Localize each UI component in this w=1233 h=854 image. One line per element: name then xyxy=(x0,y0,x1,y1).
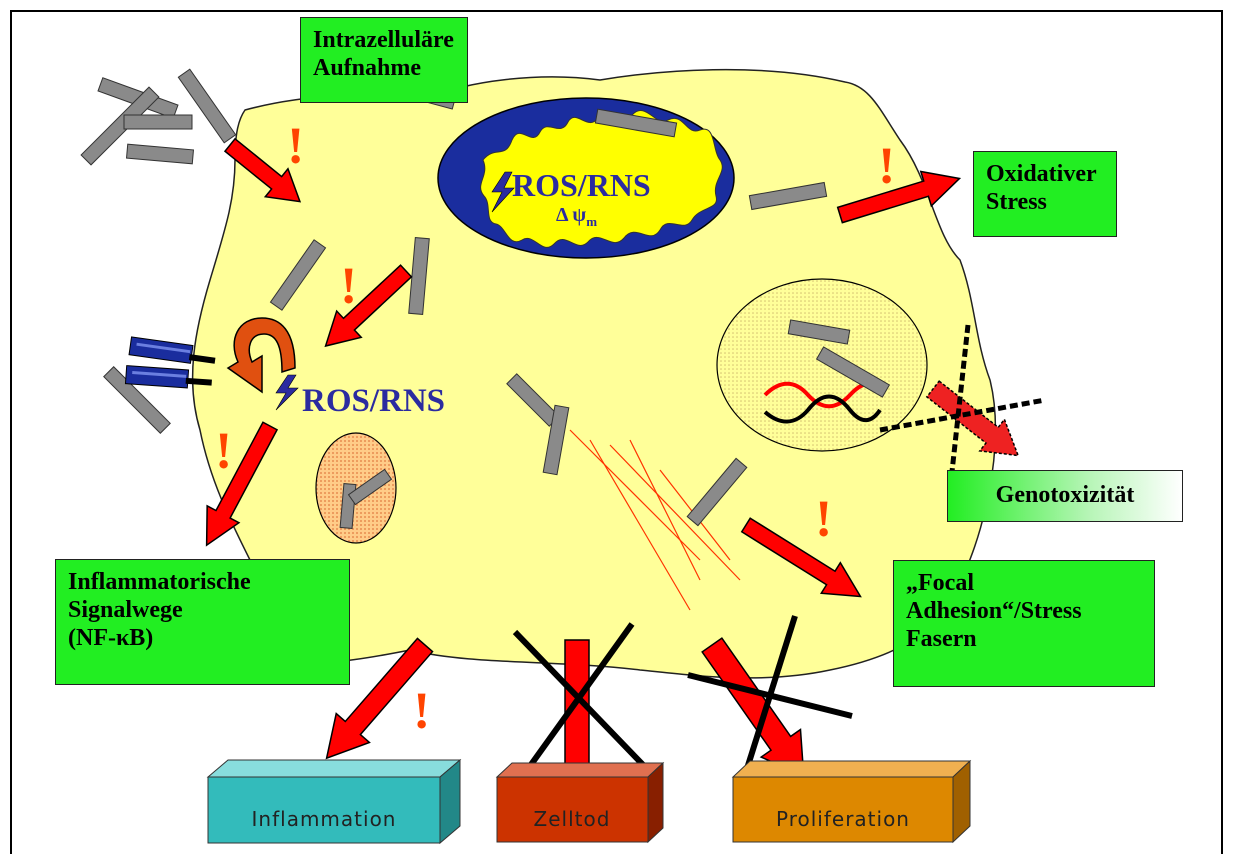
exclaim-6: ! xyxy=(413,683,430,740)
cross-zelltod xyxy=(512,622,651,775)
cross-proliferation xyxy=(687,615,853,776)
mitochondrion-cristae xyxy=(480,110,723,248)
outcome-label-proliferation: Proliferation xyxy=(776,807,910,831)
outcome-inflammation: Inflammation xyxy=(206,758,462,845)
outcome-label-zelltod: Zelltod xyxy=(534,807,611,831)
outcome-label-inflammation: Inflammation xyxy=(252,807,397,831)
genotox-arrow xyxy=(925,380,1020,457)
exclaim-5: ! xyxy=(815,491,832,548)
cross-genotox xyxy=(879,324,1046,491)
ros-rns-mito: ROS/RNS xyxy=(512,167,651,203)
exclamation-marks: ! ! ! ! ! ! xyxy=(215,118,895,740)
nucleus xyxy=(716,278,928,452)
outcome-zelltod: Zelltod xyxy=(495,761,665,844)
label-focal-adhesion: „Focal Adhesion“/Stress Fasern xyxy=(893,560,1155,687)
exclaim-3: ! xyxy=(878,138,895,195)
label-intrazellulaere-aufnahme: Intrazelluläre Aufnahme xyxy=(300,17,468,103)
delta-psi: Δ ψm xyxy=(556,204,597,229)
exclaim-4: ! xyxy=(215,423,232,480)
exclaim-1: ! xyxy=(287,118,304,175)
delta-psi-sub: m xyxy=(586,214,597,229)
receptors xyxy=(124,336,216,389)
fibers xyxy=(80,68,891,529)
exclaim-2: ! xyxy=(340,258,357,315)
dna-strand-black xyxy=(763,394,882,424)
lightning-icon-mito xyxy=(491,171,515,213)
label-inflammatorische-signalwege: Inflammatorische Signalwege (NF-κB) xyxy=(55,559,350,685)
label-oxidativer-stress: Oxidativer Stress xyxy=(973,151,1117,237)
label-genotoxizitaet: Genotoxizität xyxy=(947,470,1183,522)
ros-rns-cyto: ROS/RNS xyxy=(302,383,445,419)
lightning-icon xyxy=(275,374,299,411)
feedback-arrow xyxy=(226,317,296,394)
outcome-proliferation: Proliferation xyxy=(731,759,972,844)
